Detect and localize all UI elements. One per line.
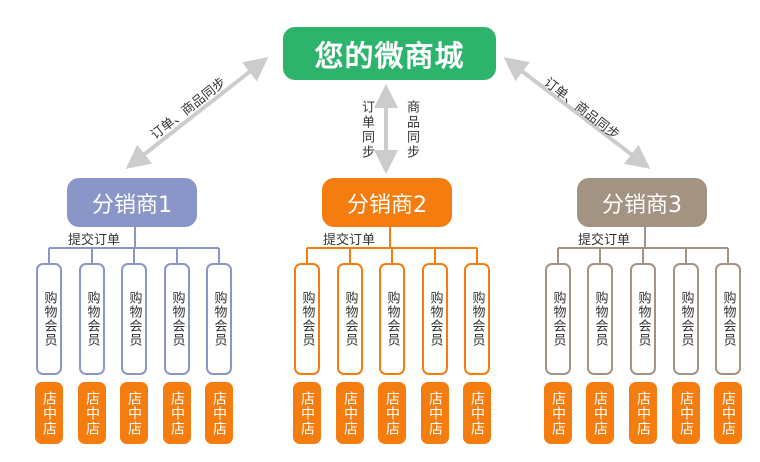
store-in-store-box: 店中店 xyxy=(78,382,106,444)
sync-label-product: 商品同步 xyxy=(404,100,419,160)
shopping-member-box: 购物会员 xyxy=(379,263,405,375)
store-label: 店中店 xyxy=(384,390,400,436)
store-label: 店中店 xyxy=(678,390,694,436)
store-label: 店中店 xyxy=(84,390,100,436)
shopping-member-box: 购物会员 xyxy=(36,263,62,375)
store-in-store-box: 店中店 xyxy=(586,382,614,444)
store-label: 店中店 xyxy=(720,390,736,436)
member-label: 购物会员 xyxy=(550,291,566,347)
store-in-store-box: 店中店 xyxy=(714,382,742,444)
sync-arrow-left xyxy=(125,57,269,169)
store-in-store-box: 店中店 xyxy=(421,382,449,444)
member-label: 购物会员 xyxy=(635,291,651,347)
member-label: 购物会员 xyxy=(342,291,358,347)
shopping-member-box: 购物会员 xyxy=(587,263,613,375)
store-in-store-box: 店中店 xyxy=(163,382,191,444)
submit-order-label: 提交订单 xyxy=(68,233,121,248)
store-in-store-box: 店中店 xyxy=(336,382,364,444)
member-label: 购物会员 xyxy=(469,291,485,347)
shopping-member-box: 购物会员 xyxy=(464,263,490,375)
store-label: 店中店 xyxy=(211,390,227,436)
store-label: 店中店 xyxy=(169,390,185,436)
member-label: 购物会员 xyxy=(720,291,736,347)
distributor-box-1: 分销商1 xyxy=(67,178,197,227)
store-in-store-box: 店中店 xyxy=(544,382,572,444)
shopping-member-box: 购物会员 xyxy=(545,263,571,375)
store-label: 店中店 xyxy=(41,390,57,436)
store-label: 店中店 xyxy=(550,390,566,436)
submit-order-label: 提交订单 xyxy=(578,233,631,248)
member-label: 购物会员 xyxy=(126,291,142,347)
member-label: 购物会员 xyxy=(678,291,694,347)
member-label: 购物会员 xyxy=(384,291,400,347)
store-label: 店中店 xyxy=(126,390,142,436)
shopping-member-box: 购物会员 xyxy=(337,263,363,375)
store-label: 店中店 xyxy=(299,390,315,436)
submit-order-label: 提交订单 xyxy=(323,233,376,248)
member-label: 购物会员 xyxy=(84,291,100,347)
member-label: 购物会员 xyxy=(211,291,227,347)
distributor-name: 分销商2 xyxy=(347,192,427,218)
distributor-name: 分销商3 xyxy=(602,192,682,218)
store-in-store-box: 店中店 xyxy=(463,382,491,444)
sync-label-order: 订单同步 xyxy=(359,100,374,160)
shopping-member-box: 购物会员 xyxy=(79,263,105,375)
member-label: 购物会员 xyxy=(169,291,185,347)
shopping-member-box: 购物会员 xyxy=(715,263,741,375)
shopping-member-box: 购物会员 xyxy=(206,263,232,375)
member-label: 购物会员 xyxy=(427,291,443,347)
store-in-store-box: 店中店 xyxy=(205,382,233,444)
shopping-member-box: 购物会员 xyxy=(121,263,147,375)
store-in-store-box: 店中店 xyxy=(120,382,148,444)
shopping-member-box: 购物会员 xyxy=(673,263,699,375)
store-label: 店中店 xyxy=(427,390,443,436)
distributor-box-3: 分销商3 xyxy=(577,178,707,227)
member-label: 购物会员 xyxy=(299,291,315,347)
shopping-member-box: 购物会员 xyxy=(422,263,448,375)
main-store-title: 您的微商城 xyxy=(314,38,465,73)
store-in-store-box: 店中店 xyxy=(35,382,63,444)
store-label: 店中店 xyxy=(635,390,651,436)
shopping-member-box: 购物会员 xyxy=(630,263,656,375)
store-label: 店中店 xyxy=(469,390,485,436)
member-label: 购物会员 xyxy=(592,291,608,347)
member-label: 购物会员 xyxy=(41,291,57,347)
shopping-member-box: 购物会员 xyxy=(294,263,320,375)
store-in-store-box: 店中店 xyxy=(672,382,700,444)
shopping-member-box: 购物会员 xyxy=(164,263,190,375)
store-in-store-box: 店中店 xyxy=(293,382,321,444)
main-store-box: 您的微商城 xyxy=(283,27,496,80)
store-label: 店中店 xyxy=(342,390,358,436)
store-in-store-box: 店中店 xyxy=(629,382,657,444)
store-label: 店中店 xyxy=(592,390,608,436)
distributor-name: 分销商1 xyxy=(92,192,172,218)
sync-arrow-right xyxy=(503,57,651,169)
distributor-box-2: 分销商2 xyxy=(322,178,452,227)
store-in-store-box: 店中店 xyxy=(378,382,406,444)
